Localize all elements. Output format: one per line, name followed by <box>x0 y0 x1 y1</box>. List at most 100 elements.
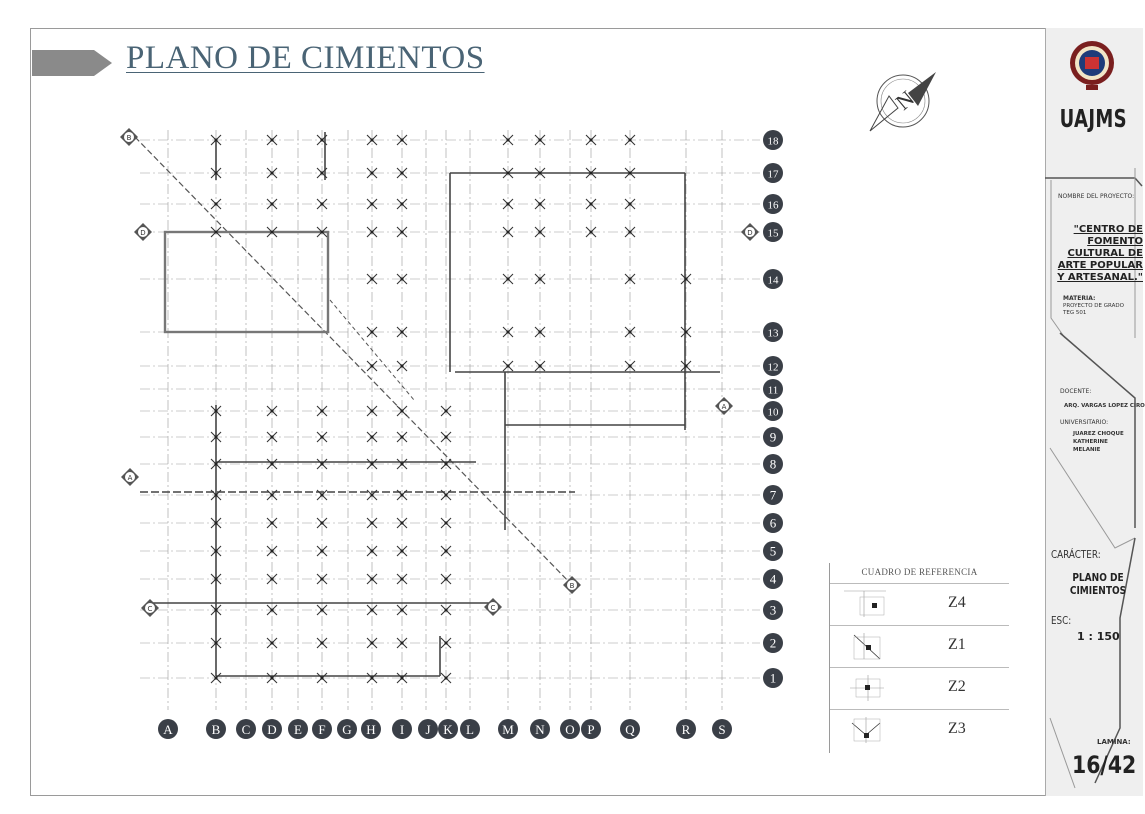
footing-marker <box>210 167 222 179</box>
footing-marker <box>396 326 408 338</box>
grid-row-label: 11 <box>768 385 779 397</box>
grid-column-bubble: S <box>712 719 732 739</box>
footing-marker <box>396 458 408 470</box>
grid-row-label: 2 <box>770 636 777 651</box>
reference-row: Z3 <box>830 709 1009 750</box>
footing-marker <box>585 134 597 146</box>
north-arrow-icon: N <box>869 72 936 132</box>
footing-marker <box>210 431 222 443</box>
grid-column-bubble: H <box>361 719 381 739</box>
grid-column-bubble: C <box>236 719 256 739</box>
footing-marker <box>502 226 514 238</box>
grid-column-bubble: P <box>581 719 601 739</box>
footing-marker <box>366 273 378 285</box>
footing-marker <box>624 273 636 285</box>
footing-marker <box>396 167 408 179</box>
grid-column-bubble: A <box>158 719 178 739</box>
grid-row-label: 10 <box>768 407 780 419</box>
grid-row-bubble: 7 <box>763 485 783 505</box>
footing-marker <box>502 326 514 338</box>
footing-marker <box>680 326 692 338</box>
footing-marker <box>316 637 328 649</box>
grid-column-label: G <box>342 722 351 737</box>
footing-marker <box>366 517 378 529</box>
grid-column-label: A <box>163 722 173 737</box>
footing-marker <box>316 458 328 470</box>
panel-decoration <box>1045 168 1143 789</box>
grid-row-label: 15 <box>768 228 780 240</box>
footing-marker <box>440 489 452 501</box>
footing-marker <box>534 198 546 210</box>
footing-marker <box>502 198 514 210</box>
grid-column-label: N <box>535 722 545 737</box>
footing-z2-icon <box>850 675 884 701</box>
grid-column-bubble: D <box>262 719 282 739</box>
grid-row-bubble: 14 <box>763 269 783 289</box>
grid-column-label: I <box>400 722 404 737</box>
grid-row-bubble: 11 <box>763 379 783 399</box>
reference-code: Z2 <box>948 678 966 695</box>
grid-row-label: 14 <box>768 275 780 287</box>
reference-row: Z4 <box>830 583 1009 624</box>
footing-marker <box>210 134 222 146</box>
footing-marker <box>210 489 222 501</box>
footing-marker <box>396 672 408 684</box>
character-label: CARÁCTER: <box>1051 548 1101 561</box>
footing-marker <box>534 134 546 146</box>
footing-marker <box>366 198 378 210</box>
footing-marker <box>266 573 278 585</box>
grid-column-label: H <box>366 722 375 737</box>
section-marker-icon: B <box>563 576 581 594</box>
footing-marker <box>266 637 278 649</box>
section-marker-icon: A <box>715 397 733 415</box>
scale-value: 1 : 150 <box>1077 630 1120 643</box>
reference-row: Z1 <box>830 625 1009 666</box>
grid-column-label: M <box>502 722 514 737</box>
footing-marker <box>396 226 408 238</box>
grid-column-bubble: J <box>418 719 438 739</box>
footing-marker <box>396 604 408 616</box>
grid-row-bubble: 13 <box>763 322 783 342</box>
footing-marker <box>366 545 378 557</box>
grid-row-label: 3 <box>770 603 777 618</box>
footing-marker <box>316 198 328 210</box>
footing-marker <box>366 604 378 616</box>
footing-marker <box>502 273 514 285</box>
reference-row: Z2 <box>830 667 1009 708</box>
footing-marker <box>534 326 546 338</box>
footing-marker <box>266 167 278 179</box>
sheet-number-label: LAMINA: <box>1097 738 1131 746</box>
grid-column-label: D <box>267 722 276 737</box>
footing-marker <box>396 517 408 529</box>
grid-row-bubble: 12 <box>763 356 783 376</box>
section-marker-label: D <box>140 229 145 237</box>
grid-row-label: 16 <box>768 200 780 212</box>
section-marker-label: B <box>127 134 132 142</box>
footing-marker <box>316 405 328 417</box>
grid-column-label: S <box>718 722 725 737</box>
grid-row-bubble: 10 <box>763 401 783 421</box>
title-block-panel <box>1045 28 1143 796</box>
reference-table: CUADRO DE REFERENCIA Z4 Z1 Z2 <box>829 563 1009 753</box>
footing-marker <box>440 405 452 417</box>
footing-marker <box>585 167 597 179</box>
footing-marker <box>266 517 278 529</box>
footing-marker <box>316 134 328 146</box>
footing-marker <box>316 573 328 585</box>
footing-marker <box>266 604 278 616</box>
footing-marker <box>440 458 452 470</box>
grid-column-label: R <box>682 722 691 737</box>
section-marker-icon: C <box>484 598 502 616</box>
grid-column-label: O <box>565 722 574 737</box>
footing-marker <box>502 360 514 372</box>
grid-row-label: 12 <box>768 362 779 374</box>
footing-marker <box>396 489 408 501</box>
footing-marker <box>366 458 378 470</box>
footing-marker <box>266 458 278 470</box>
grid-column-label: Q <box>625 722 635 737</box>
footing-marker <box>440 573 452 585</box>
footing-marker <box>316 489 328 501</box>
footing-marker <box>210 637 222 649</box>
footing-marker <box>210 604 222 616</box>
footing-marker <box>316 226 328 238</box>
